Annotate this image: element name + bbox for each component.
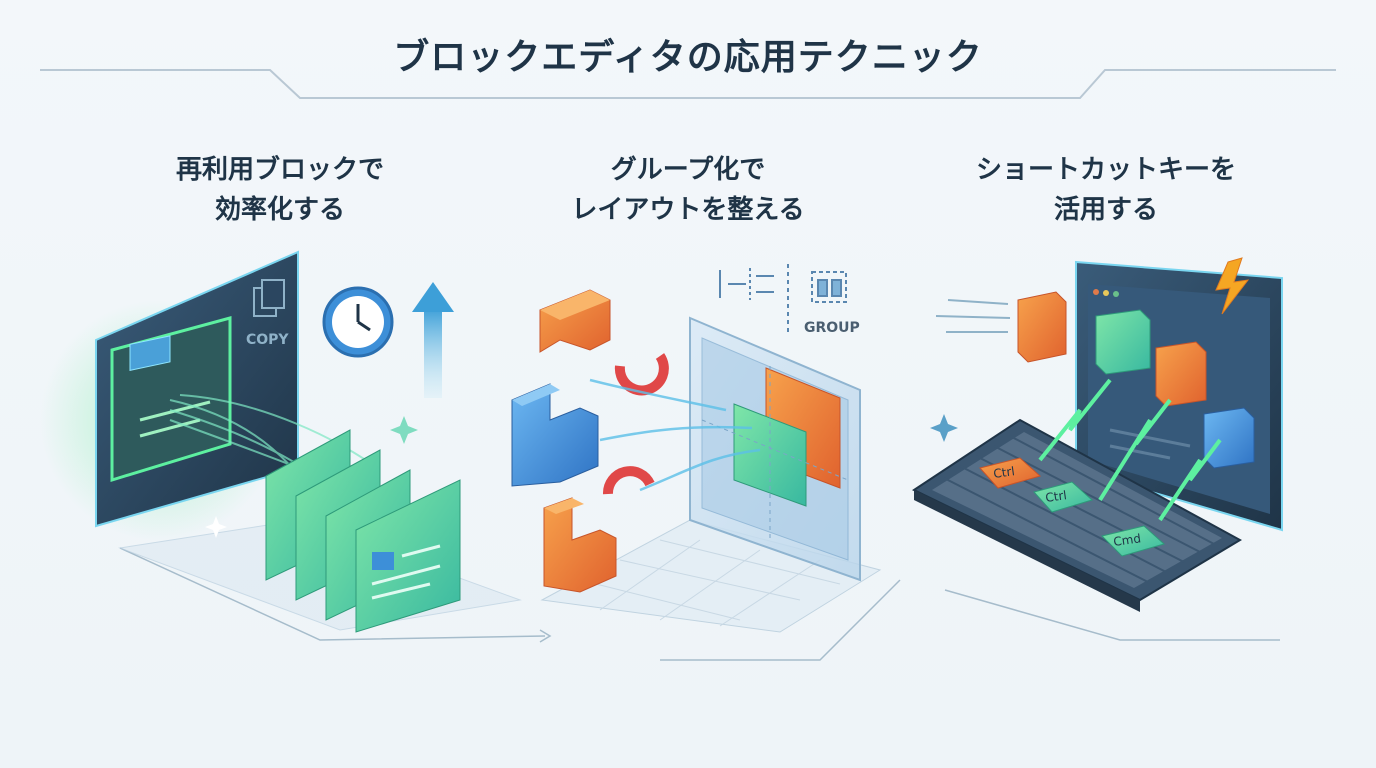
align-icon [719,264,789,332]
ctrl-key-orange: Ctrl [979,457,1042,489]
blue-block [511,383,599,487]
copy-icon [253,279,285,317]
section-shortcut-line1: ショートカットキーを [975,155,1236,185]
section-reuse-line2: 効率化する [214,195,345,225]
flow-connectors [119,547,1280,661]
section-shortcut-line2: 活用する [1053,195,1158,225]
reusable-block-stack [265,429,461,633]
magnet-icon [603,353,669,495]
ctrl-key-green-label: Ctrl [1044,488,1067,505]
section-group-line1: グループ化で [610,155,766,185]
ctrl-key-green: Ctrl [1033,481,1093,513]
section-group-heading: グループ化で レイアウトを整える [498,150,878,230]
ctrl-key-orange-label: Ctrl [992,464,1015,481]
copy-label: COPY [246,332,289,348]
title-underline [40,69,1336,99]
page-title: ブロックエディタの応用テクニック [393,37,983,78]
reuse-illustration: COPY [40,250,522,633]
group-illustration: GROUP [511,264,882,633]
section-reuse-heading: 再利用ブロックで 効率化する [90,150,470,230]
cmd-key-label: Cmd [1112,531,1141,549]
orange-block-top [539,289,611,353]
group-icon [811,271,847,303]
section-reuse-line1: 再利用ブロックで [175,155,384,185]
section-group-line2: レイアウトを整える [571,195,805,225]
shortcut-illustration: Ctrl Ctrl Cmd [911,257,1283,612]
sparkle-icon [205,416,418,538]
sparkle-icon [930,414,958,442]
cmd-key: Cmd [1101,525,1166,557]
clock-icon [322,286,394,358]
section-shortcut-heading: ショートカットキーを 活用する [916,150,1296,230]
group-label: GROUP [804,320,860,336]
lightning-icon [1038,257,1250,522]
orange-block-bottom [543,497,617,593]
up-arrow-icon [412,282,454,398]
